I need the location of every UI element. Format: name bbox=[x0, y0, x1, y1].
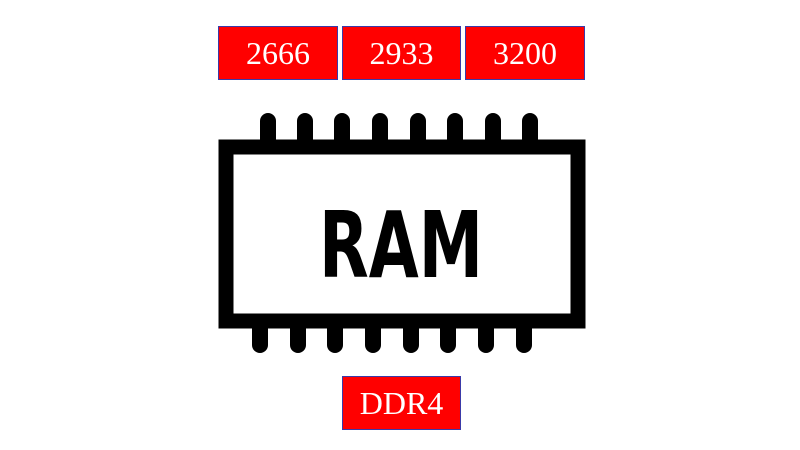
chip-label: RAM bbox=[319, 192, 483, 299]
speed-tag-2933: 2933 bbox=[342, 26, 461, 80]
chip-body bbox=[218, 139, 586, 329]
memory-type-tag: DDR4 bbox=[342, 376, 461, 430]
speed-tag-3200: 3200 bbox=[465, 26, 585, 80]
speed-tag-2666: 2666 bbox=[218, 26, 338, 80]
